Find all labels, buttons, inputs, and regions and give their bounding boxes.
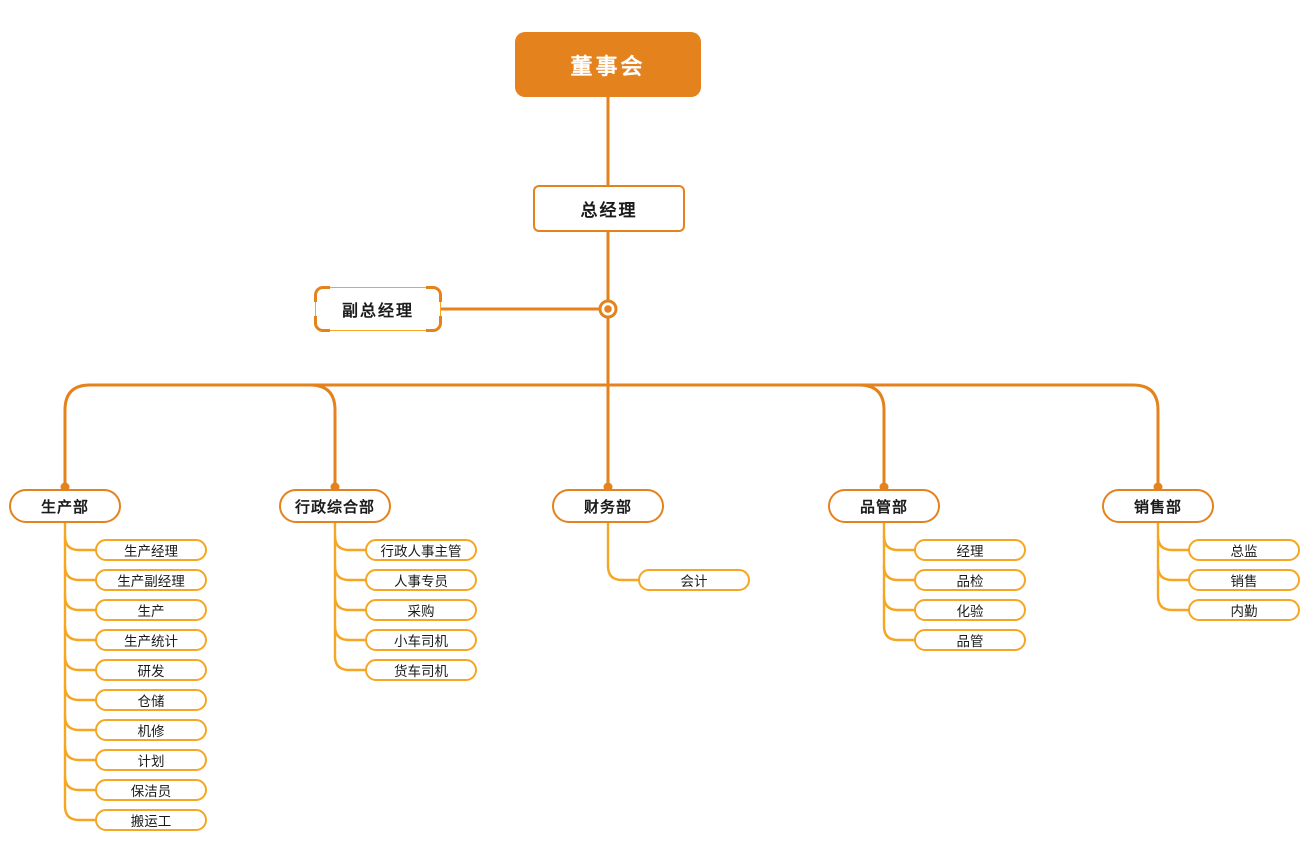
connector-line [63, 744, 97, 762]
member-node[interactable]: 生产 [95, 599, 207, 621]
board-of-directors-node[interactable]: 董事会 [515, 32, 701, 97]
connector-line [1156, 564, 1190, 582]
member-node[interactable]: 生产副经理 [95, 569, 207, 591]
connector-line [63, 624, 97, 642]
connector-line [333, 534, 367, 552]
connector-line [333, 564, 367, 582]
connector-line [333, 624, 367, 642]
member-node[interactable]: 保洁员 [95, 779, 207, 801]
connector-line [857, 383, 886, 490]
deputy-general-manager-node[interactable]: 副总经理 [314, 286, 442, 332]
member-node[interactable]: 总监 [1188, 539, 1300, 561]
connector-line [63, 534, 97, 552]
member-node[interactable]: 行政人事主管 [365, 539, 477, 561]
member-node[interactable]: 仓储 [95, 689, 207, 711]
connector-line [606, 564, 640, 582]
connector-line [63, 684, 97, 702]
connector-line [63, 804, 97, 822]
member-node[interactable]: 小车司机 [365, 629, 477, 651]
member-node[interactable]: 生产经理 [95, 539, 207, 561]
general-manager-node[interactable]: 总经理 [533, 185, 685, 232]
member-node[interactable]: 生产统计 [95, 629, 207, 651]
deputy-general-manager-label: 副总经理 [341, 303, 414, 320]
member-node[interactable]: 经理 [914, 539, 1026, 561]
connector-line [63, 654, 97, 672]
connector-line [882, 564, 916, 582]
connector-line [1156, 534, 1190, 552]
connector-line [63, 774, 97, 792]
member-node[interactable]: 品管 [914, 629, 1026, 651]
connector-line [63, 594, 97, 612]
department-node-admin-general[interactable]: 行政综合部 [279, 489, 391, 523]
connector-line [1156, 594, 1190, 612]
member-node[interactable]: 内勤 [1188, 599, 1300, 621]
member-node[interactable]: 采购 [365, 599, 477, 621]
connector-line [63, 383, 1160, 490]
connector-line [882, 624, 916, 642]
member-node[interactable]: 品检 [914, 569, 1026, 591]
connector-line [308, 383, 337, 490]
member-node[interactable]: 搬运工 [95, 809, 207, 831]
member-node[interactable]: 化验 [914, 599, 1026, 621]
connector-line [333, 654, 367, 672]
member-node[interactable]: 计划 [95, 749, 207, 771]
department-node-sales[interactable]: 销售部 [1102, 489, 1214, 523]
department-node-production[interactable]: 生产部 [9, 489, 121, 523]
department-node-finance[interactable]: 财务部 [552, 489, 664, 523]
connector-line [63, 564, 97, 582]
member-node[interactable]: 机修 [95, 719, 207, 741]
member-node[interactable]: 销售 [1188, 569, 1300, 591]
connector-line [882, 534, 916, 552]
connector-junction-dot [604, 305, 612, 313]
member-node[interactable]: 会计 [638, 569, 750, 591]
connector-line [63, 714, 97, 732]
connector-line [333, 594, 367, 612]
member-node[interactable]: 人事专员 [365, 569, 477, 591]
department-node-quality[interactable]: 品管部 [828, 489, 940, 523]
member-node[interactable]: 货车司机 [365, 659, 477, 681]
connector-line [882, 594, 916, 612]
member-node[interactable]: 研发 [95, 659, 207, 681]
